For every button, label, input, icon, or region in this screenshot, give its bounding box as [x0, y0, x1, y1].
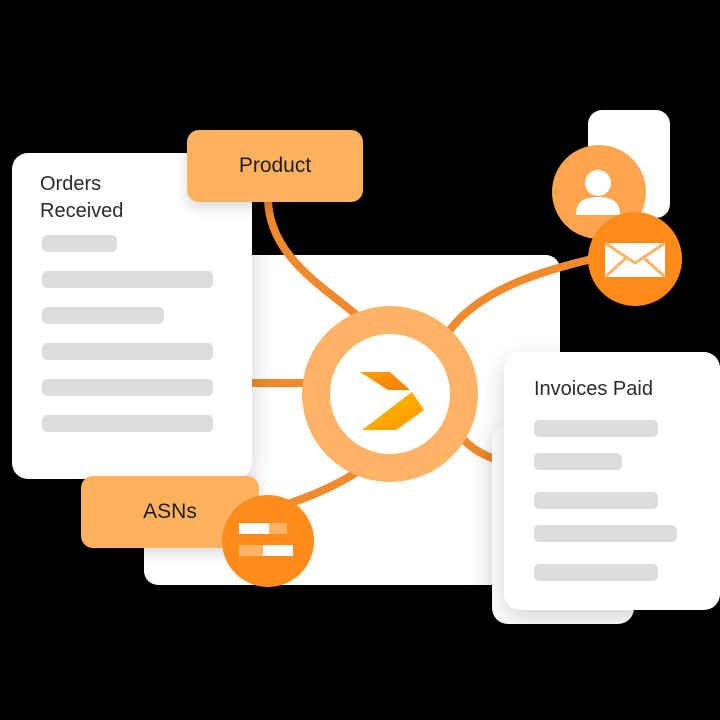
- hub-ring: [302, 306, 478, 482]
- mail-badge: [588, 212, 682, 306]
- asn-badge: [222, 495, 314, 587]
- placeholder-bar: [42, 271, 213, 288]
- placeholder-bar: [534, 492, 658, 509]
- placeholder-bar: [534, 564, 658, 581]
- placeholder-bar: [534, 525, 677, 542]
- invoices-paid-card: Invoices Paid: [504, 352, 720, 610]
- placeholder-bar: [534, 420, 658, 437]
- placeholder-bar: [534, 453, 622, 470]
- placeholder-bar: [42, 415, 213, 432]
- placeholder-bar: [42, 343, 213, 360]
- product-label: Product: [238, 154, 312, 177]
- title-line-2: Received: [40, 200, 124, 222]
- envelope-icon: [603, 241, 667, 279]
- title-line-1: Orders: [40, 173, 102, 195]
- user-icon: [576, 170, 620, 215]
- hub-inner: [330, 334, 450, 454]
- placeholder-bar: [42, 307, 164, 324]
- placeholder-bar: [42, 235, 117, 252]
- product-tag: Product: [187, 130, 363, 202]
- orders-card-title: Orders Received: [40, 171, 123, 225]
- toggle-bars-icon: [239, 523, 293, 556]
- placeholder-bar: [42, 379, 213, 396]
- chevron-logo-icon: [360, 372, 424, 430]
- asns-label: ASNs: [143, 500, 197, 523]
- orders-received-card: Orders Received: [12, 153, 252, 479]
- invoices-card-title: Invoices Paid: [534, 378, 653, 400]
